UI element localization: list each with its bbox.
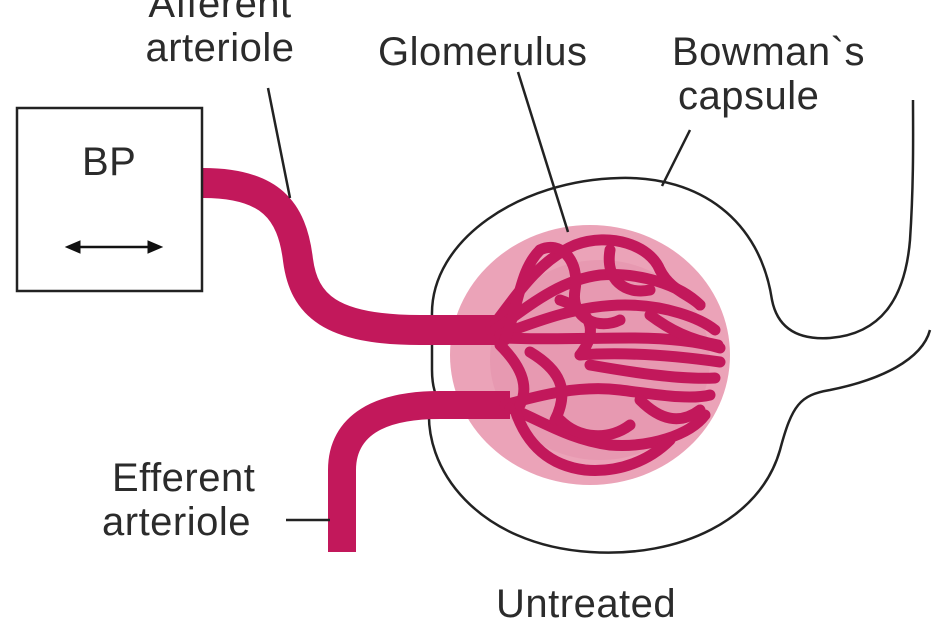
bowman-label-line1: Bowman`s [672,30,865,74]
efferent-label-line2: arteriole [102,500,255,544]
efferent-arteriole-label: Efferent arteriole [102,456,255,544]
bp-label: BP [82,140,136,184]
efferent-label-line1: Efferent [102,456,255,500]
bowman-pointer-line [662,130,690,186]
glomerulus-pointer-line [518,72,568,232]
afferent-label-line1: Afferent [120,0,320,26]
caption-untreated: Untreated [496,582,676,626]
bowman-label-line2: capsule [672,74,865,118]
afferent-arteriole-label: Afferent arteriole [120,0,320,70]
bowmans-capsule-label: Bowman`s capsule [672,30,865,118]
bp-box [17,108,202,291]
afferent-label-line2: arteriole [120,26,320,70]
glomerulus-label: Glomerulus [378,30,588,74]
afferent-arteriole-vessel [203,183,500,330]
afferent-pointer-line [268,88,290,198]
